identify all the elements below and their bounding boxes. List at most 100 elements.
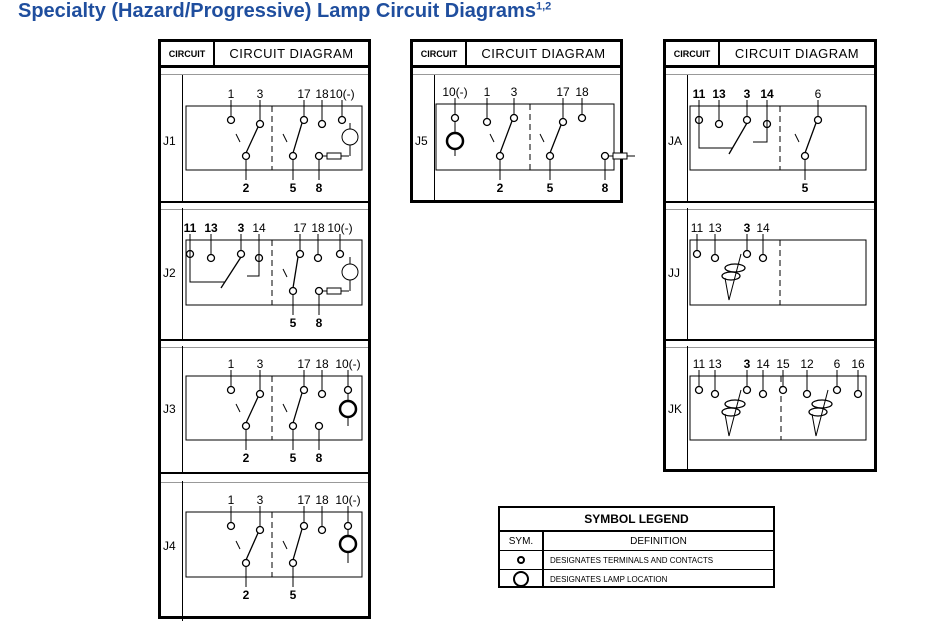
terminal-label: 3 xyxy=(744,357,751,371)
terminal-contact xyxy=(295,249,305,259)
row-separator xyxy=(161,201,368,210)
terminal-contact xyxy=(317,389,327,399)
row-separator xyxy=(161,472,368,483)
contact-arc xyxy=(235,540,241,550)
resistor-icon xyxy=(326,287,342,295)
jumper-wire xyxy=(698,100,733,149)
switch-housing xyxy=(435,103,615,171)
switch-housing xyxy=(185,375,363,441)
switch-blade xyxy=(811,389,829,437)
terminal-label: 3 xyxy=(257,493,264,507)
switch-blade xyxy=(292,256,299,289)
terminal-label: 1 xyxy=(228,357,235,371)
terminal-label: 2 xyxy=(243,588,250,602)
terminal-contact xyxy=(545,151,555,161)
switch-blade xyxy=(804,122,817,154)
lamp-icon xyxy=(341,263,359,281)
circuit-label: JA xyxy=(668,134,682,148)
terminal-label: 10(-) xyxy=(335,493,360,507)
terminal-contact xyxy=(802,389,812,399)
terminal-label: 13 xyxy=(712,87,726,101)
terminal-label: 11 xyxy=(693,87,706,101)
contact-arc xyxy=(235,403,241,413)
terminal-label: 3 xyxy=(744,87,751,101)
terminal-contact xyxy=(558,117,568,127)
terminal-label: 18 xyxy=(315,493,329,507)
terminal-label: 5 xyxy=(290,181,297,195)
terminal-contact xyxy=(288,151,298,161)
terminal-contact xyxy=(241,421,251,431)
terminal-label: 1 xyxy=(228,493,235,507)
lamp-icon xyxy=(338,534,358,554)
terminal-contact xyxy=(758,253,768,263)
row-separator xyxy=(666,339,874,348)
circuit-label: J2 xyxy=(163,266,176,280)
circuit-column-header: CIRCUIT xyxy=(413,42,467,65)
terminal-contact xyxy=(710,389,720,399)
terminal-label: 10(-) xyxy=(335,357,360,371)
resistor-icon xyxy=(612,152,628,160)
terminal-contact xyxy=(288,558,298,568)
switch-housing xyxy=(185,105,363,171)
terminal-contact xyxy=(241,558,251,568)
terminal-label: 5 xyxy=(290,451,297,465)
resistor-icon xyxy=(326,152,342,160)
terminal-label: 13 xyxy=(708,357,722,371)
switch-blade xyxy=(245,532,259,561)
spring-contact-icon xyxy=(811,399,833,409)
terminal-contact xyxy=(317,525,327,535)
contact-arc xyxy=(282,403,288,413)
jumper-wire xyxy=(189,234,225,283)
terminal-label: 13 xyxy=(204,221,218,235)
terminal-contact xyxy=(299,385,309,395)
legend-definition: DESIGNATES LAMP LOCATION xyxy=(550,574,668,584)
terminal-contact xyxy=(482,117,492,127)
lamp-icon xyxy=(341,128,359,146)
legend-definition: DESIGNATES TERMINALS AND CONTACTS xyxy=(550,555,714,565)
terminal-label: 2 xyxy=(497,181,504,195)
column-divider xyxy=(687,346,688,470)
terminal-label: 8 xyxy=(316,316,323,330)
column-divider xyxy=(182,75,183,203)
terminal-label: 6 xyxy=(815,87,822,101)
terminal-label: 11 xyxy=(691,221,704,235)
contact-arc xyxy=(794,133,800,143)
terminal-label: 15 xyxy=(776,357,790,371)
switch-blade xyxy=(292,392,303,424)
terminal-label: 8 xyxy=(602,181,609,195)
terminal-label: 11 xyxy=(693,357,706,371)
diagram-column-header: CIRCUIT DIAGRAM xyxy=(229,46,354,61)
page-title: Specialty (Hazard/Progressive) Lamp Circ… xyxy=(18,0,551,23)
terminal-contact xyxy=(450,113,460,123)
terminal-contact xyxy=(343,385,353,395)
legend-header-row: SYM.DEFINITION xyxy=(500,532,773,551)
legend-title: SYMBOL LEGEND xyxy=(500,508,773,532)
column-divider xyxy=(687,75,688,203)
terminal-label: 2 xyxy=(243,181,250,195)
legend-sym-header: SYM. xyxy=(500,532,544,550)
switch-blade xyxy=(724,389,742,437)
terminal-label: 17 xyxy=(297,357,311,371)
terminal-contact xyxy=(335,249,345,259)
terminal-label: 3 xyxy=(257,357,264,371)
terminal-symbol-icon xyxy=(517,556,525,564)
terminal-contact xyxy=(710,253,720,263)
terminal-contact xyxy=(226,115,236,125)
terminal-label: 17 xyxy=(297,493,311,507)
switch-housing xyxy=(689,105,867,171)
contact-arc xyxy=(282,268,288,278)
spring-contact-icon xyxy=(724,399,746,409)
circuit-label: J3 xyxy=(163,402,176,416)
terminal-contact xyxy=(314,286,324,296)
terminal-label: 1 xyxy=(484,85,491,99)
terminal-label: 18 xyxy=(575,85,589,99)
circuit-label: JJ xyxy=(668,266,680,280)
row-gap xyxy=(161,68,368,75)
jumper-wire xyxy=(247,234,260,277)
terminal-label: 18 xyxy=(311,221,325,235)
circuit-label: J4 xyxy=(163,539,176,553)
terminal-label: 5 xyxy=(290,316,297,330)
terminal-label: 10(-) xyxy=(442,85,467,99)
